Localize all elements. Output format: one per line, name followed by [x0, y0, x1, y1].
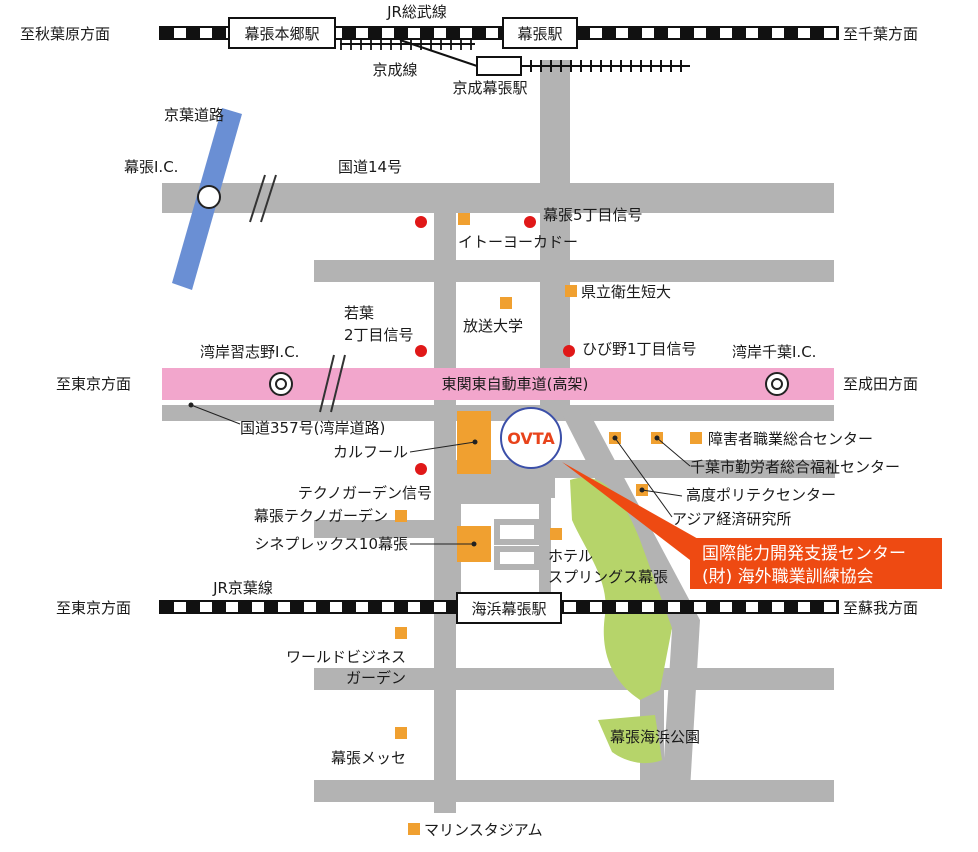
road-row-4 [455, 460, 835, 478]
hotel-label-1: ホテル [548, 547, 593, 565]
kaihin-makuhari-station-label: 海浜幕張駅 [471, 600, 546, 618]
makuharihongo-station: 幕張本郷駅 [228, 17, 336, 49]
break-mark [260, 174, 277, 223]
keiyo-doro-label: 京葉道路 [164, 106, 224, 124]
facility-marker [690, 432, 702, 444]
to-chiba-label: 至千葉方面 [843, 25, 918, 43]
signal-dot [563, 345, 575, 357]
callout-line-1: 国際能力開発支援センター [702, 544, 906, 564]
route14-road [162, 183, 834, 213]
keisei-makuhari-station-label: 京成幕張駅 [452, 79, 527, 97]
road-network [162, 60, 835, 813]
road-col-1 [434, 213, 456, 813]
facility-marker [395, 510, 407, 522]
road-col-main [540, 60, 570, 420]
facility-marker [458, 213, 470, 225]
chiba-kinrosha-leader [656, 437, 691, 467]
facility-marker [408, 823, 420, 835]
route357-leader-dot [188, 402, 194, 408]
signal-dot [415, 345, 427, 357]
hotel-label-2: スプリングス幕張 [548, 568, 668, 586]
expressway-label: 東関東自動車道(高架) [442, 375, 589, 393]
chiba-kinrosha-label: 千葉市勤労者総合福祉センター [690, 458, 900, 476]
block-2 [494, 519, 540, 545]
kaihin-park-label: 幕張海浜公園 [610, 728, 700, 746]
route357-leader [190, 404, 241, 425]
signal-dot [524, 216, 536, 228]
wangan-chiba-ic-marker [765, 372, 789, 396]
technogarden-signal-label: テクノガーデン信号 [298, 484, 432, 502]
ovta-marker: OVTA [500, 407, 562, 469]
carrefour-label: カルフール [333, 443, 408, 461]
facility-marker [550, 528, 562, 540]
makuhari-station: 幕張駅 [502, 17, 578, 49]
kenritsu-label: 県立衛生短大 [581, 283, 671, 301]
makuhari-ic-marker [197, 185, 221, 209]
messe-label: 幕張メッセ [331, 749, 406, 767]
signal-dot [415, 463, 427, 475]
road-row-7 [314, 780, 834, 802]
sobu-line-label: JR総武線 [386, 3, 447, 21]
wakaba-signal-label-2: 2丁目信号 [344, 326, 414, 344]
callout-line-2: (財) 海外職業訓練協会 [702, 567, 874, 587]
kodo-poly-leader [641, 489, 683, 497]
world-biz-label-2: ガーデン [346, 669, 406, 687]
makuharihongo-station-label: 幕張本郷駅 [244, 25, 319, 43]
block-3 [494, 546, 540, 570]
world-biz-label-1: ワールドビジネス [286, 648, 406, 666]
break-mark [319, 354, 335, 413]
wangan-chiba-ic-label: 湾岸千葉I.C. [732, 343, 816, 361]
keisei-line-track [340, 38, 690, 72]
road-row-3 [162, 405, 834, 421]
makuhari-station-label: 幕張駅 [517, 25, 562, 43]
ovta-callout: 国際能力開発支援センター (財) 海外職業訓練協会 [690, 538, 942, 589]
road-row-5 [314, 520, 434, 538]
to-soga-label: 至蘇我方面 [843, 599, 918, 617]
asia-keizai-label: アジア経済研究所 [672, 510, 791, 528]
makuhari-techno-label: 幕張テクノガーデン [254, 507, 388, 525]
asia-keizai-leader [614, 437, 673, 518]
kodo-poly-label: 高度ポリテクセンター [686, 486, 836, 504]
kaihin-park-area [570, 477, 672, 700]
callout-pointer [562, 462, 700, 560]
break-mark [330, 354, 346, 413]
facility-marker [395, 627, 407, 639]
makuhari-ic-label: 幕張I.C. [124, 158, 178, 176]
shogaisha-label: 障害者職業総合センター [708, 430, 873, 448]
kaihin-park-south [598, 715, 662, 764]
itoyokado-label: イトーヨーカドー [458, 233, 578, 251]
facility-marker [500, 297, 512, 309]
to-narita-label: 至成田方面 [843, 375, 918, 393]
route14-label: 国道14号 [338, 158, 402, 176]
keisei-makuhari-station-box [476, 56, 522, 76]
to-tokyo-exp-label: 至東京方面 [56, 375, 131, 393]
route357-label: 国道357号(湾岸道路) [240, 419, 385, 437]
kaihin-makuhari-station: 海浜幕張駅 [456, 592, 562, 624]
makuhari5-signal-label: 幕張5丁目信号 [543, 206, 643, 224]
to-akihabara-label: 至秋葉原方面 [20, 25, 110, 43]
keisei-line-label: 京成線 [372, 61, 417, 79]
keiyo-line-label: JR京葉線 [212, 579, 273, 597]
cineplex-label: シネプレックス10幕張 [254, 535, 408, 553]
wangan-narashino-ic-marker [269, 372, 293, 396]
facility-marker [395, 727, 407, 739]
road-row-2 [314, 260, 834, 282]
signal-dot [415, 216, 427, 228]
to-tokyo-rail-label: 至東京方面 [56, 599, 131, 617]
marine-stadium-label: マリンスタジアム [424, 821, 543, 839]
facility-marker [565, 285, 577, 297]
wakaba-signal-label-1: 若葉 [344, 304, 374, 322]
break-mark [249, 174, 266, 223]
carrefour-leader [409, 441, 476, 453]
hibino1-signal-label: ひび野1丁目信号 [582, 340, 697, 358]
ovta-logo-text: OVTA [507, 429, 555, 448]
hoso-daigaku-label: 放送大学 [463, 317, 523, 335]
wangan-narashino-ic-label: 湾岸習志野I.C. [200, 343, 299, 361]
